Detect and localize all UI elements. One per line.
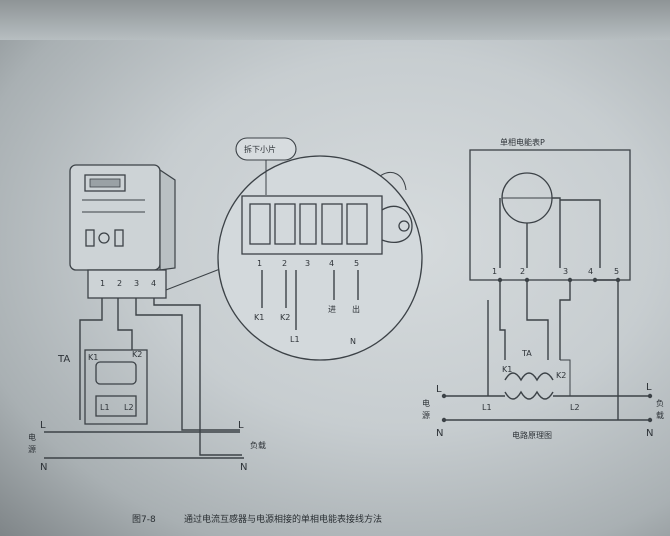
zoom-mount-tab (381, 205, 413, 243)
left-N-label-load: N (240, 462, 247, 473)
zoom-terminal-4 (321, 203, 343, 245)
zoom-detail: 拆下小片 1 2 3 4 5 K1 K2 L1 (217, 137, 423, 361)
wire-u-to-L (560, 359, 571, 396)
wire-load-n (153, 298, 242, 456)
meter-slot-2 (114, 229, 124, 247)
left-load-label: 负载 (250, 440, 266, 450)
schematic-terminal-1: 1 (492, 267, 497, 276)
zoom-circle (217, 155, 423, 361)
zoom-label-in: 进 (328, 305, 336, 314)
jumper-note: 拆下小片 (244, 144, 276, 154)
schematic-l1: L1 (482, 403, 492, 412)
left-meter-drawing: 1 2 3 4 TA K1 K2 L1 L2 L N 电 (28, 164, 266, 473)
ct-l1-label: L1 (100, 403, 110, 412)
zoom-label-l1: L1 (290, 335, 300, 344)
ct-primary-coil (504, 390, 554, 400)
schematic-L-in: L (436, 384, 442, 395)
meter-counter (89, 178, 121, 188)
ct-core (95, 361, 137, 385)
schematic-dot-L-in (441, 393, 447, 399)
schematic-N-in: N (436, 428, 443, 439)
zoom-label-k1: K1 (254, 313, 264, 322)
wire-k2 (117, 298, 133, 350)
schematic-load-1: 负 (656, 398, 664, 408)
wire-k1-down (499, 280, 506, 360)
meter-display (84, 174, 126, 192)
left-L-label-load: L (238, 420, 244, 431)
zoom-cover-edge (379, 172, 407, 191)
schematic-source-1: 电 (422, 398, 430, 408)
schematic-terminal-5: 5 (614, 267, 619, 276)
schematic-L-out: L (646, 382, 652, 393)
voltage-coil (552, 197, 561, 268)
meter-slot (85, 229, 95, 247)
wire-u-down (559, 280, 571, 360)
schematic-dot-N-in (441, 417, 447, 423)
voltage-coil-return (560, 199, 601, 268)
ct-label: TA (57, 354, 70, 365)
zoom-mount-hole (398, 220, 410, 232)
schematic-terminal-2: 2 (520, 267, 525, 276)
ct-base (95, 395, 137, 417)
zoom-terminal-3 (299, 203, 317, 245)
terminal-label-3: 3 (134, 279, 139, 288)
zoom-terminal-1 (249, 203, 271, 245)
meter-side (159, 168, 176, 271)
zoom-num-2: 2 (282, 259, 287, 268)
zoom-label-out: 出 (352, 304, 360, 314)
zoom-num-5: 5 (354, 259, 359, 268)
schematic-dot-L-out (647, 393, 653, 399)
wire-k2-down (526, 280, 549, 360)
meter-knob (98, 232, 110, 244)
ct-secondary-coil (504, 372, 554, 382)
schematic-dot-N-out (647, 417, 653, 423)
ct-frame (84, 349, 148, 425)
left-source-label-2: 源 (28, 445, 36, 454)
figure-number: 图7-8 (132, 514, 156, 525)
zoom-num-3: 3 (305, 259, 310, 268)
zoom-terminal-2 (274, 203, 296, 245)
schematic-l2: L2 (570, 403, 580, 412)
ct-k1-label: K1 (88, 353, 98, 362)
zoom-num-4: 4 (329, 259, 334, 268)
ct-l2-label: L2 (124, 403, 134, 412)
schematic-source-2: 源 (422, 411, 430, 420)
figure-caption: 通过电流互感器与电源相接的单相电能表接线方法 (184, 513, 382, 525)
schematic-ct-label: TA (521, 349, 532, 358)
schematic-terminal-4: 4 (588, 267, 593, 276)
schematic-load-2: 载 (656, 410, 664, 420)
schematic-terminal-3: 3 (563, 267, 568, 276)
schematic-caption: 电路原理图 (512, 430, 552, 440)
left-N-label: N (40, 462, 47, 473)
schematic-k2: K2 (556, 371, 566, 380)
terminal-label-2: 2 (117, 279, 122, 288)
wire-load-l (135, 298, 240, 431)
left-source-label-1: 电 (28, 432, 36, 442)
page-top-edge (0, 0, 670, 40)
zoom-num-1: 1 (257, 259, 262, 268)
terminal-label-4: 4 (151, 279, 156, 288)
meter-outline (469, 149, 631, 281)
right-schematic: 单相电能表P 1 2 3 4 5 (422, 137, 664, 440)
ct-k2-label: K2 (132, 350, 142, 359)
zoom-terminal-5 (346, 203, 368, 245)
terminal-block (87, 269, 167, 299)
zoom-terminal-block (241, 195, 383, 255)
left-L-label: L (40, 420, 46, 431)
zoom-label-k2: K2 (280, 313, 290, 322)
terminal-label-1: 1 (100, 279, 105, 288)
schematic-title: 单相电能表P (500, 137, 545, 147)
schematic-N-out: N (646, 428, 653, 439)
zoom-label-n: N (350, 337, 356, 346)
wire-k1 (79, 298, 103, 420)
schematic-k1: K1 (502, 365, 512, 374)
